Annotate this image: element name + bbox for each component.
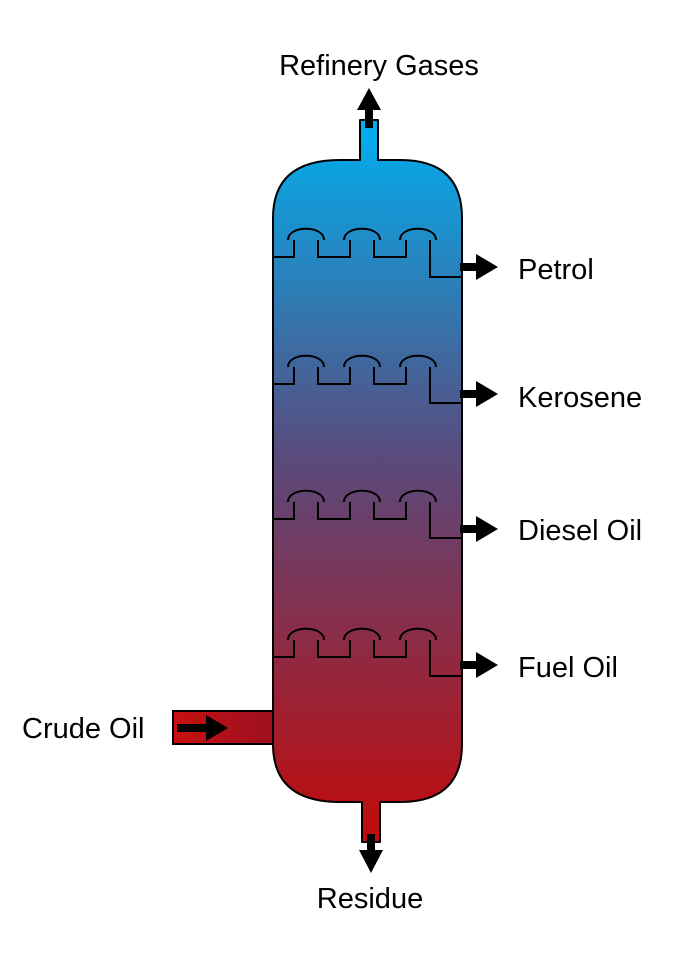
crude-oil-label: Crude Oil: [22, 713, 145, 745]
distillation-column: [272, 119, 463, 843]
kerosene-arrow: [460, 381, 498, 407]
petrol-arrow: [460, 254, 498, 280]
diesel-oil-arrow: [460, 516, 498, 542]
residue-label: Residue: [317, 883, 423, 915]
crude-oil-arrow: [177, 715, 228, 741]
tray-kerosene: [273, 354, 462, 404]
tray-fuel-oil: [273, 627, 462, 677]
fuel-oil-label: Fuel Oil: [518, 652, 618, 684]
refinery-gases-label: Refinery Gases: [279, 50, 479, 82]
tray-diesel: [273, 489, 462, 539]
tray-petrol: [273, 227, 462, 278]
fuel-oil-arrow: [460, 652, 498, 678]
petrol-label: Petrol: [518, 254, 594, 286]
refinery-gases-arrow: [357, 88, 381, 128]
residue-arrow: [359, 834, 383, 873]
diesel-oil-label: Diesel Oil: [518, 515, 642, 547]
kerosene-label: Kerosene: [518, 382, 642, 414]
